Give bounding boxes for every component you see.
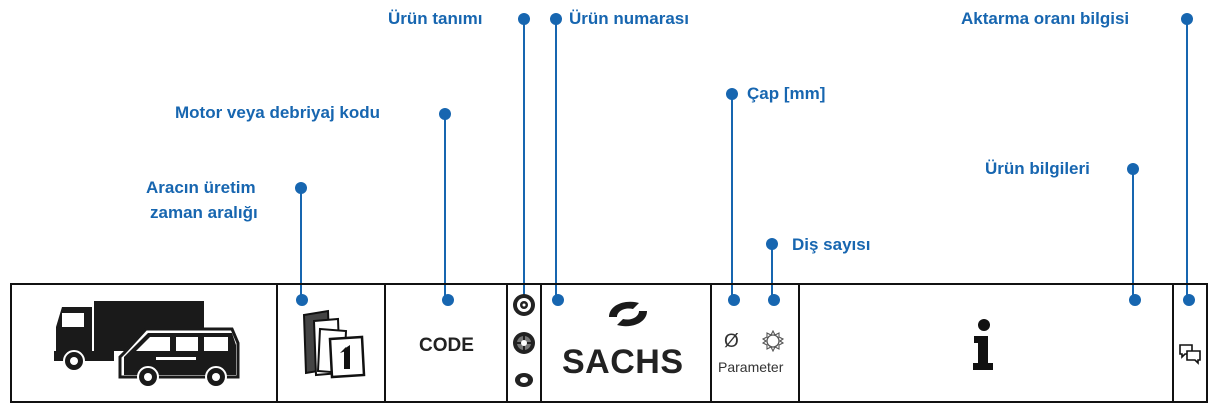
icon-strip: CODE: [10, 283, 1208, 403]
dot-dis-sayisi-bottom: [768, 294, 780, 306]
parameter-label: Parameter: [718, 359, 784, 375]
leader-line-motor-kodu: [444, 114, 446, 300]
leader-line-uretim: [300, 188, 302, 300]
leader-line-urun-tanimi: [523, 19, 525, 300]
callout-urun-numarasi: Ürün numarası: [569, 9, 689, 28]
dot-aktarma-bottom: [1183, 294, 1195, 306]
callout-dis-sayisi: Diş sayısı: [792, 235, 871, 254]
dot-uretim-top: [295, 182, 307, 194]
speech-bubbles-icon: [1178, 343, 1202, 370]
info-icon: [972, 319, 994, 376]
cell-urun-tanimi: [506, 285, 540, 401]
leader-line-dis-sayisi: [771, 244, 773, 300]
dot-urun-numarasi-top: [550, 13, 562, 25]
dot-motor-kodu-bottom: [442, 294, 454, 306]
gear-teeth-icon: [761, 329, 785, 357]
clutch-disc-icon: [512, 293, 536, 322]
dot-urun-tanimi-top: [518, 13, 530, 25]
pressure-plate-icon: [512, 331, 536, 360]
callout-cap: Çap [mm]: [747, 84, 826, 103]
brand-label: SACHS: [562, 343, 684, 381]
code-label: CODE: [419, 335, 474, 356]
leader-line-cap: [731, 94, 733, 300]
dot-uretim-bottom: [296, 294, 308, 306]
cell-urun-bilgileri: [798, 285, 1172, 401]
dot-urun-bilgileri-bottom: [1129, 294, 1141, 306]
cell-aktarma: [1172, 285, 1206, 401]
diameter-icon: Ø: [724, 331, 739, 352]
callout-motor-kodu: Motor veya debriyaj kodu: [175, 103, 380, 122]
leader-line-urun-bilgileri: [1132, 169, 1134, 300]
dot-urun-bilgileri-top: [1127, 163, 1139, 175]
callout-urun-bilgileri: Ürün bilgileri: [985, 159, 1090, 178]
leader-line-aktarma: [1186, 19, 1188, 300]
callout-aktarma-orani: Aktarma oranı bilgisi: [961, 9, 1130, 28]
dot-cap-top: [726, 88, 738, 100]
calendar-icon: [300, 307, 370, 379]
cell-uretim: [276, 285, 384, 401]
leader-line-urun-numarasi: [555, 19, 557, 300]
dot-dis-sayisi-top: [766, 238, 778, 250]
callout-uretim-line2: zaman aralığı: [150, 203, 258, 222]
dot-aktarma-top: [1181, 13, 1193, 25]
cell-urun-numarasi: SACHS: [540, 285, 710, 401]
cell-code: CODE: [384, 285, 506, 401]
dot-motor-kodu-top: [439, 108, 451, 120]
callout-urun-tanimi: Ürün tanımı: [388, 9, 483, 28]
dot-cap-bottom: [728, 294, 740, 306]
callout-uretim-line1: Aracın üretim: [146, 178, 256, 197]
dot-urun-numarasi-bottom: [552, 294, 564, 306]
release-bearing-icon: [514, 371, 534, 394]
truck-van-icon: [46, 295, 246, 391]
cell-parameter: Ø Parameter: [710, 285, 798, 401]
sachs-logo-icon: [603, 297, 653, 336]
